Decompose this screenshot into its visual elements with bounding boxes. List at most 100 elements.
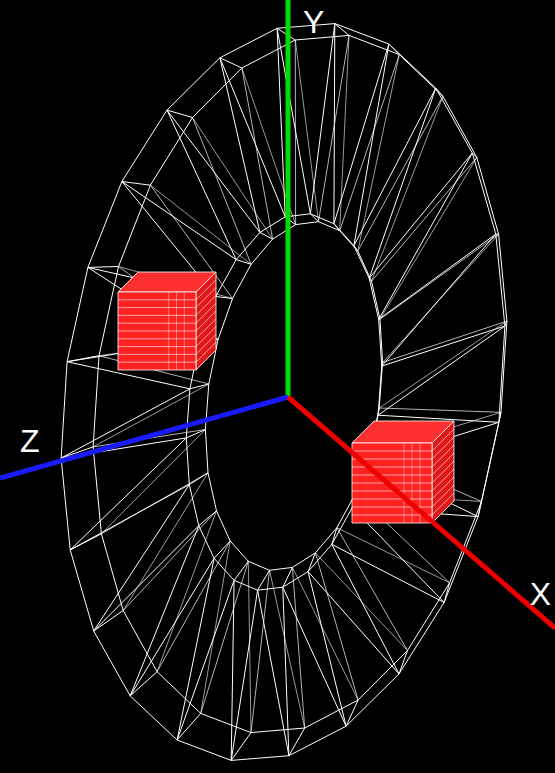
wire-line <box>319 222 340 231</box>
wire-line <box>346 674 399 726</box>
wire-line <box>310 24 334 214</box>
wire-line <box>389 44 399 55</box>
wire-line <box>122 110 167 181</box>
wire-line <box>199 511 217 526</box>
ring-wireframe <box>61 24 507 761</box>
wire-line <box>333 24 335 224</box>
axes <box>0 0 555 628</box>
wire-line <box>196 319 216 339</box>
wire-line <box>369 278 371 281</box>
wire-line <box>277 28 285 217</box>
wire-line <box>443 96 477 157</box>
wire-line <box>230 541 248 561</box>
wire-line <box>251 570 270 732</box>
wire-line <box>236 260 251 265</box>
wire-line <box>334 44 389 224</box>
wire-line <box>189 473 208 485</box>
wire-line <box>412 443 413 523</box>
wire-line <box>378 326 505 415</box>
wire-line <box>231 733 251 761</box>
wire-line <box>177 713 201 740</box>
wire-line <box>248 561 251 732</box>
wire-line <box>404 443 405 523</box>
wire-line <box>94 485 190 631</box>
wire-line <box>218 299 232 340</box>
wire-line <box>335 24 349 36</box>
wire-line <box>157 541 230 672</box>
wire-line <box>337 528 450 583</box>
wire-line <box>94 526 199 631</box>
wire-line <box>499 234 507 321</box>
wire-line <box>260 217 285 233</box>
wire-line <box>295 40 318 222</box>
wire-line <box>432 493 454 515</box>
wire-line <box>369 88 436 278</box>
wire-line <box>196 288 216 308</box>
wire-line <box>196 303 216 323</box>
wire-line <box>101 473 208 534</box>
wire-line <box>196 311 216 331</box>
wire-line <box>308 572 399 674</box>
wire-line <box>233 264 252 298</box>
wire-line <box>122 182 236 260</box>
wire-line <box>150 185 251 264</box>
wire-line <box>270 570 305 728</box>
wire-line <box>349 35 399 54</box>
wire-line <box>234 580 258 590</box>
wire-line <box>242 68 273 239</box>
wire-line <box>379 153 473 319</box>
wire-line <box>99 267 119 356</box>
red-cube <box>118 272 216 370</box>
wire-line <box>289 728 305 756</box>
wire-line <box>399 651 408 674</box>
wire-line <box>310 214 318 222</box>
wire-line <box>372 96 443 281</box>
wire-line <box>101 534 123 611</box>
cube-side <box>196 272 216 370</box>
wire-line <box>61 389 190 458</box>
wire-line <box>201 561 249 713</box>
wire-line <box>93 356 99 447</box>
wire-line <box>88 266 119 268</box>
wire-line <box>220 58 242 68</box>
wire-line <box>305 700 358 728</box>
wire-line <box>283 567 293 587</box>
wire-line <box>186 430 205 438</box>
wire-line <box>332 508 353 545</box>
wire-line <box>335 24 389 44</box>
wire-line <box>369 278 379 319</box>
wire-line <box>208 473 217 511</box>
wire-line <box>382 326 505 366</box>
wire-line <box>214 541 230 558</box>
wire-line <box>196 342 216 362</box>
wire-line <box>354 246 358 251</box>
wire-line <box>193 118 273 240</box>
wire-line <box>190 384 209 389</box>
wire-line <box>248 561 269 570</box>
wire-line <box>383 321 507 362</box>
wire-line <box>186 438 189 485</box>
wire-line <box>193 118 252 265</box>
wire-line <box>123 473 208 611</box>
wire-line <box>220 58 260 233</box>
wire-line <box>408 583 450 651</box>
wire-line <box>273 225 296 240</box>
wire-line <box>340 55 400 231</box>
wire-line <box>379 234 496 319</box>
wire-line <box>258 587 283 590</box>
wire-line <box>292 567 358 700</box>
wire-line <box>251 728 305 733</box>
wire-line <box>196 280 216 300</box>
wire-line <box>123 511 216 611</box>
wire-line <box>61 362 67 458</box>
wire-line <box>372 281 381 319</box>
cube-side <box>432 421 454 523</box>
wire-line <box>436 88 443 96</box>
wire-line <box>177 558 214 740</box>
wire-line <box>216 297 233 299</box>
wire-line <box>94 631 131 696</box>
wire-line <box>70 550 94 631</box>
wire-line <box>358 55 400 251</box>
wire-line <box>482 412 502 501</box>
wire-line <box>260 232 273 239</box>
